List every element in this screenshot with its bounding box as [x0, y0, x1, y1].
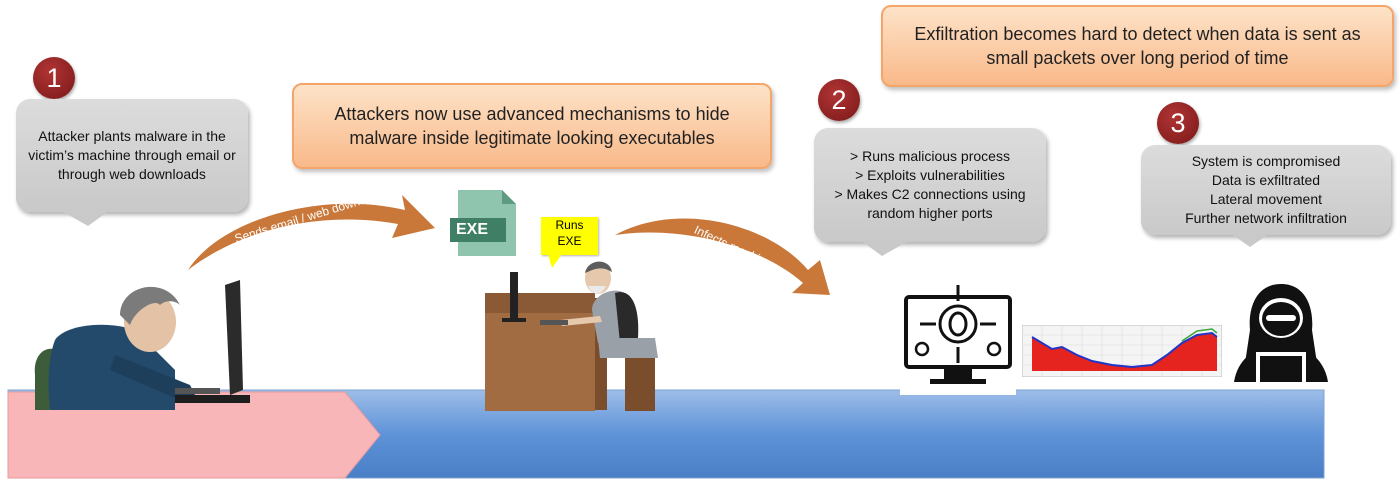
step-1-badge: 1 — [33, 57, 75, 99]
callout-line: malware inside legitimate looking execut… — [349, 128, 715, 148]
traffic-graph — [1022, 325, 1222, 377]
step-2-badge: 2 — [818, 79, 860, 121]
exe-label: EXE — [456, 221, 489, 238]
step-2-line: > Exploits vulnerabilities — [855, 167, 1005, 183]
callout-line: Exfiltration becomes hard to detect when… — [914, 24, 1361, 44]
step-3-badge: 3 — [1157, 102, 1199, 144]
victim-at-desk — [485, 261, 658, 411]
callout-line: Attackers now use advanced mechanisms to… — [334, 104, 730, 124]
hacker-icon — [1230, 278, 1332, 386]
step-3-line: System is compromised — [1191, 153, 1341, 169]
note-line: Runs — [555, 218, 584, 232]
step-2-line: > Runs malicious process — [850, 148, 1010, 164]
step-2-line: random higher ports — [867, 205, 993, 221]
step-1-bubble: Attacker plants malware in the victim’s … — [16, 99, 248, 212]
bug-monitor-icon — [900, 279, 1016, 395]
step-1-line: Attacker plants malware in the — [38, 128, 226, 144]
bubble-1-tail — [60, 210, 110, 226]
step-1-line: through web downloads — [58, 166, 206, 182]
note-line: EXE — [557, 234, 582, 248]
step-3-line: Further network infiltration — [1185, 210, 1347, 226]
attacker-at-computer — [34, 280, 250, 410]
step-3-bubble: System is compromised Data is exfiltrate… — [1141, 145, 1391, 235]
exe-file-icon: EXE — [450, 190, 518, 256]
bubble-2-tail — [860, 240, 910, 256]
exfiltration-callout: Exfiltration becomes hard to detect when… — [881, 5, 1394, 87]
step-3-line: Lateral movement — [1209, 191, 1323, 207]
step-2-bubble: > Runs malicious process > Exploits vuln… — [814, 128, 1046, 242]
executables-callout: Attackers now use advanced mechanisms to… — [292, 83, 772, 169]
step-2-line: > Makes C2 connections using — [834, 186, 1026, 202]
infect-arrow — [615, 218, 830, 295]
step-3-line: Data is exfiltrated — [1211, 172, 1321, 188]
timeline-band — [7, 389, 1325, 479]
pink-stage-arrow — [7, 391, 381, 479]
callout-line: small packets over long period of time — [986, 48, 1289, 68]
runs-exe-note: Runs EXE — [541, 217, 598, 255]
email-arrow — [188, 195, 435, 270]
step-1-line: victim’s machine through email or — [28, 147, 236, 163]
bubble-3-tail — [1230, 233, 1270, 247]
note-tail — [548, 254, 562, 268]
